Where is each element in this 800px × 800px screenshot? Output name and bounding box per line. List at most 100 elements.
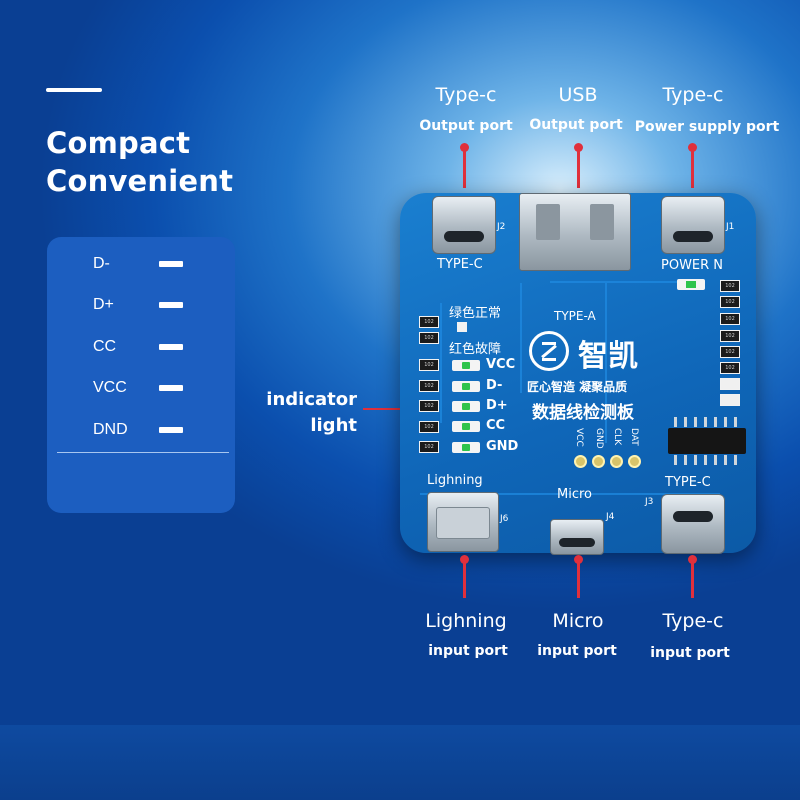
- test-pad: [610, 455, 623, 468]
- led-lens: [462, 362, 470, 369]
- smd-resistor: 102: [720, 296, 740, 308]
- indicator-caption-line-2: light: [310, 415, 357, 436]
- chip-pin: [674, 455, 677, 465]
- pointer-lightning: [460, 555, 469, 598]
- pcb-trace: [550, 281, 690, 283]
- indicator-caption-line-1: indicator: [266, 389, 357, 410]
- headline-line-2: Convenient: [46, 164, 234, 198]
- legend-item-dnd: DND: [47, 419, 235, 443]
- bottom-band: [0, 725, 800, 800]
- logo-stroke: [542, 342, 556, 345]
- usb-type-a-connector: [519, 193, 631, 271]
- chip-pin: [724, 417, 727, 427]
- port-title-lightning: Lighning: [425, 610, 507, 632]
- power-led: [677, 279, 705, 290]
- port-subtitle-lightning: input port: [428, 643, 508, 659]
- type-c-connector-j1: [661, 196, 725, 254]
- connector-slot: [559, 538, 595, 547]
- silk-led-label-d-minus: D-: [486, 378, 503, 393]
- legend-label: DND: [93, 421, 128, 438]
- legend-label: D-: [93, 255, 110, 272]
- legend-item-cc: CC: [47, 336, 235, 360]
- brand-logo-icon: [529, 331, 569, 371]
- smd-resistor: 102: [419, 380, 439, 392]
- test-pad: [592, 455, 605, 468]
- chip-pin: [714, 417, 717, 427]
- headline-line-1: Compact: [46, 126, 191, 160]
- product-name: 数据线检测板: [532, 403, 634, 423]
- lightning-connector-j6: [427, 492, 499, 552]
- silk-status-red: 红色故障: [449, 342, 502, 357]
- smd-resistor: 102: [720, 313, 740, 325]
- pointer-micro: [574, 555, 583, 598]
- port-subtitle-j2: Output port: [419, 118, 513, 134]
- pcb-trace: [440, 303, 442, 423]
- brand-slogan: 匠心智造 凝聚品质: [527, 380, 628, 394]
- led-lens: [462, 383, 470, 390]
- silk-label-j3: TYPE-C: [665, 475, 711, 490]
- port-subtitle-type-c-input: input port: [650, 645, 730, 661]
- legend-item-d-minus: D-: [47, 253, 235, 277]
- silk-label-j4: Micro: [557, 487, 592, 502]
- pointer-j2: [460, 143, 469, 188]
- legend-label: D+: [93, 296, 114, 313]
- pointer-type-c-input: [688, 555, 697, 598]
- pad-label-gnd: GND: [594, 428, 604, 449]
- legend-item-vcc: VCC: [47, 377, 235, 401]
- chip-pin: [724, 455, 727, 465]
- indicator-led-vcc: [452, 360, 482, 372]
- smd-resistor: 102: [419, 332, 439, 344]
- led-lens: [462, 423, 470, 430]
- chip-pin: [704, 417, 707, 427]
- pad-label-dat: DAT: [629, 428, 639, 446]
- type-c-connector-j3: [661, 494, 725, 554]
- legend-label: CC: [93, 338, 117, 355]
- led-lens: [462, 403, 470, 410]
- smd-component: [720, 394, 740, 406]
- silk-ref-j2: J2: [497, 222, 506, 232]
- legend-item-d-plus: D+: [47, 294, 235, 318]
- port-title-type-c-input: Type-c: [662, 610, 724, 632]
- pointer-usb: [574, 143, 583, 188]
- chip-pin: [704, 455, 707, 465]
- chip-pin: [684, 417, 687, 427]
- silk-ref-j6: J6: [500, 514, 509, 524]
- silk-ref-j3: J3: [645, 497, 654, 507]
- smd-resistor: 102: [419, 359, 439, 371]
- brand-name: 智凯: [578, 339, 638, 374]
- pcb-trace: [420, 493, 720, 495]
- silk-label-type-a: TYPE-A: [554, 309, 596, 323]
- smd-resistor: 102: [720, 280, 740, 292]
- chip-pin: [674, 417, 677, 427]
- test-pad: [628, 455, 641, 468]
- micro-usb-connector-j4: [550, 519, 604, 555]
- test-pad: [574, 455, 587, 468]
- pcb-trace: [605, 283, 607, 443]
- smd-resistor: 102: [419, 316, 439, 328]
- pad-label-vcc: VCC: [574, 428, 584, 447]
- port-subtitle-power: Power supply port: [634, 119, 780, 135]
- silk-ref-j1: J1: [726, 222, 735, 232]
- silk-led-label-cc: CC: [486, 418, 506, 433]
- led-lens: [462, 444, 470, 451]
- pointer-power: [688, 143, 697, 188]
- pad-label-clk: CLK: [612, 428, 622, 446]
- indicator-led-d-minus: [452, 381, 482, 393]
- chip-pin: [694, 417, 697, 427]
- silk-label-j1: POWER N: [661, 258, 724, 273]
- connector-slot: [536, 204, 560, 240]
- smd-component: [720, 378, 740, 390]
- chip-pin: [684, 455, 687, 465]
- connector-slot: [673, 511, 713, 522]
- silk-ref-j4: J4: [606, 512, 615, 522]
- ic-chip: [668, 417, 746, 465]
- connector-slot: [673, 231, 713, 242]
- legend-led-swatch: [159, 302, 183, 308]
- connector-slot: [590, 204, 614, 240]
- port-subtitle-micro: input port: [537, 643, 617, 659]
- chip-pin: [694, 455, 697, 465]
- chip-pin: [734, 417, 737, 427]
- indicator-led-d-plus: [452, 401, 482, 413]
- smd-resistor: 102: [720, 362, 740, 374]
- port-title-j2: Type-c: [435, 84, 497, 106]
